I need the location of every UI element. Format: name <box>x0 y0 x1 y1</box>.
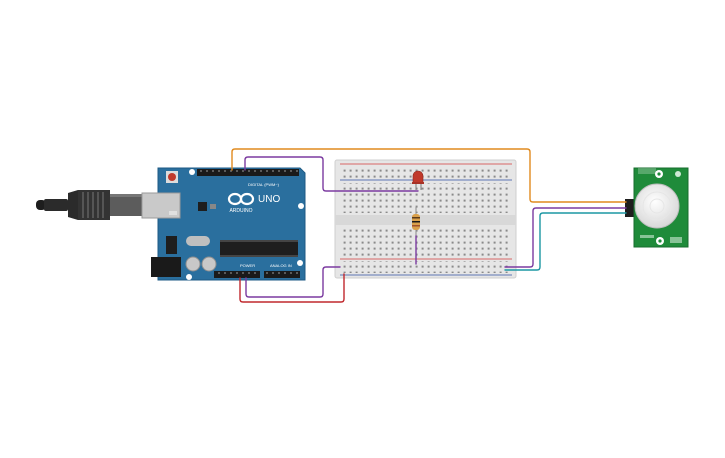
digital-header-label: DIGITAL (PWM~) <box>248 182 280 187</box>
wire-purple-led[interactable] <box>244 156 419 192</box>
infinity-logo-icon <box>227 192 255 206</box>
analog-header-label: ANALOG IN <box>270 263 292 268</box>
analog-header <box>264 271 300 278</box>
reset-button[interactable] <box>168 173 176 181</box>
usb-cable[interactable] <box>36 190 142 220</box>
breadboard[interactable] <box>334 159 517 279</box>
digital-header <box>197 169 299 176</box>
arduino-brand-label: ARDUINO <box>229 208 252 214</box>
resistor[interactable] <box>412 207 420 236</box>
arduino-model-label: UNO <box>258 194 280 205</box>
upper-terminal-strip <box>341 183 509 213</box>
microcontroller-chip <box>220 240 298 257</box>
led[interactable] <box>412 170 424 190</box>
pir-motion-sensor[interactable] <box>625 167 689 248</box>
usb-port <box>141 192 181 219</box>
center-channel <box>335 215 516 225</box>
arduino-uno-board[interactable]: ARDUINO UNO DIGITAL (PWM~) POWER ANALOG … <box>141 167 306 281</box>
wire-red-5v[interactable] <box>239 273 345 303</box>
lower-terminal-strip <box>341 227 509 257</box>
power-header <box>214 271 260 278</box>
wire-teal-pir[interactable] <box>504 212 627 271</box>
wire-orange[interactable] <box>231 148 627 203</box>
pir-lens <box>634 183 680 229</box>
wire-purple-ground[interactable] <box>245 266 341 298</box>
wire-purple-pir[interactable] <box>504 207 627 268</box>
power-jack <box>151 257 181 277</box>
power-header-label: POWER <box>240 263 255 268</box>
